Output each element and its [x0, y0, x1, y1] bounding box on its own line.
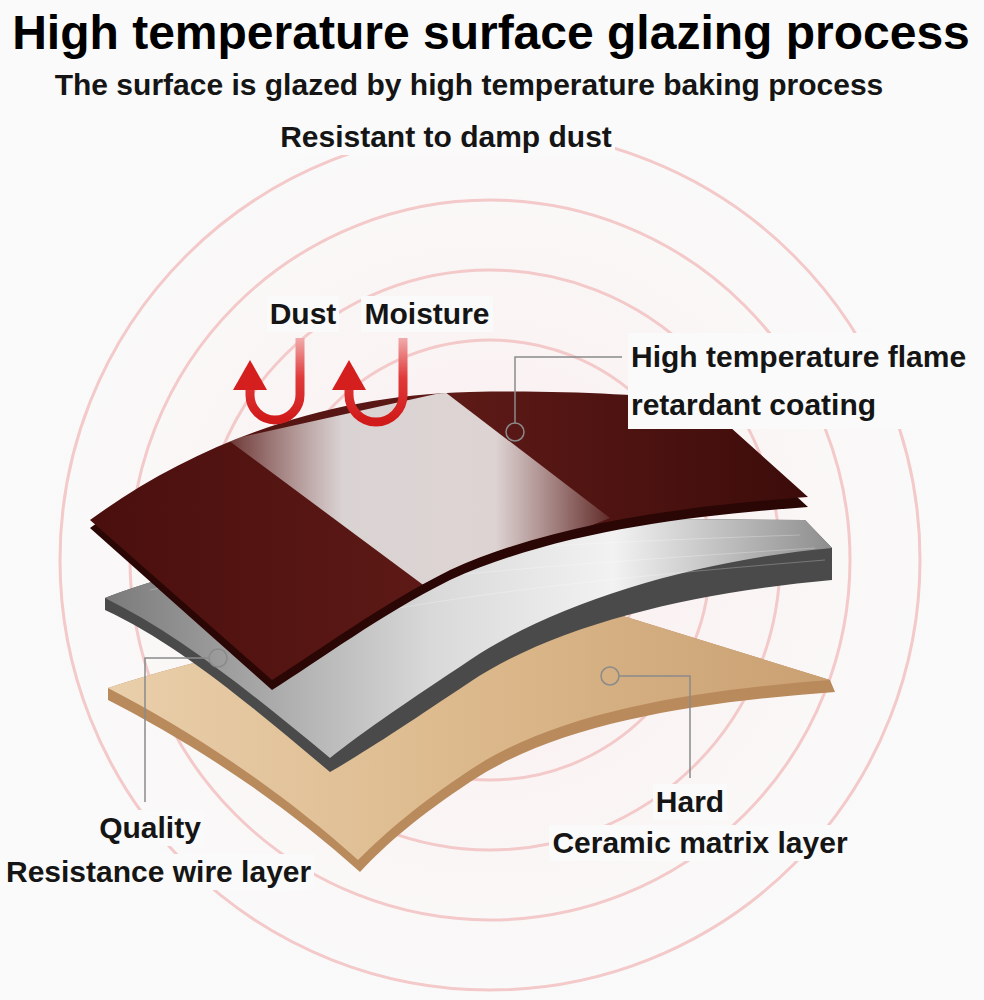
leader-lines	[145, 357, 690, 802]
coating-layer	[90, 392, 808, 690]
part-label: Resistance wire layer	[3, 854, 314, 890]
deflect-arrows	[233, 338, 403, 422]
arrow-label: Moisture	[361, 296, 492, 332]
subtitle-text: The surface is glazed by high temperatur…	[52, 67, 887, 103]
subtitle-text: Resistant to damp dust	[277, 119, 615, 155]
title-text: High temperature surface glazing process	[9, 4, 973, 62]
part-label: Quality	[96, 810, 204, 846]
part-label: Hard	[653, 784, 727, 820]
arrow-label: Dust	[267, 296, 340, 332]
part-label: High temperature flame retardant coating	[628, 333, 978, 429]
part-label: Ceramic matrix layer	[549, 825, 850, 861]
